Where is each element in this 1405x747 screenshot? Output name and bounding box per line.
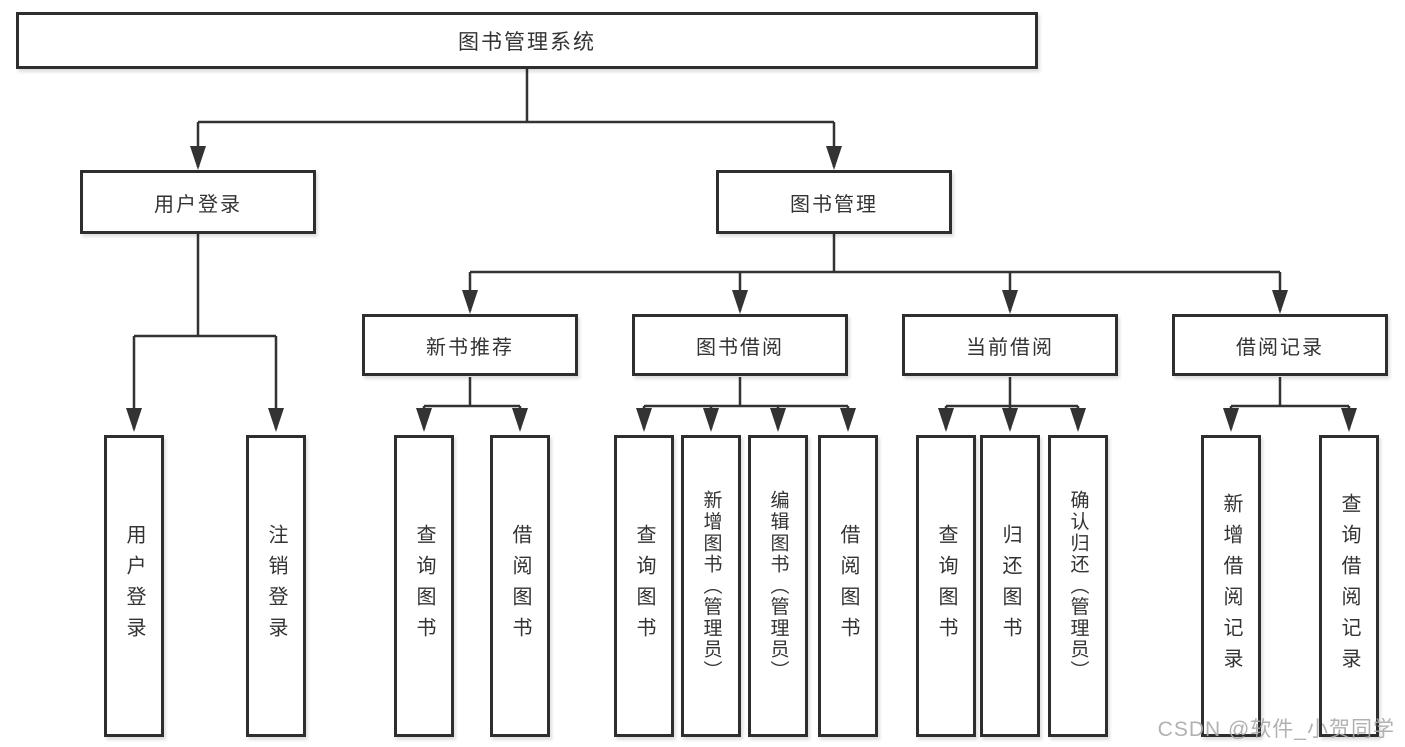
leaf-query-book-recommend: 查询图书 — [394, 435, 454, 737]
node-borrow-records: 借阅记录 — [1172, 314, 1388, 376]
node-label: 当前借阅 — [966, 336, 1054, 359]
node-label: 用户登录 — [123, 524, 145, 648]
leaf-edit-book-admin: 编辑图书（管理员） — [748, 435, 808, 737]
connector-current-borrow-branch — [938, 377, 1086, 432]
leaf-add-borrow-record: 新增借阅记录 — [1201, 435, 1261, 737]
connector-book-borrow-branch — [636, 377, 856, 432]
node-label: 借阅图书 — [837, 524, 859, 648]
node-label: 借阅记录 — [1236, 336, 1324, 359]
node-label: 确认归还（管理员） — [1067, 490, 1089, 682]
node-label: 注销登录 — [265, 524, 287, 648]
node-new-book-recommend: 新书推荐 — [362, 314, 578, 376]
connector-new-book-branch — [416, 377, 528, 432]
node-label: 查询借阅记录 — [1338, 493, 1360, 679]
node-label: 编辑图书（管理员） — [767, 490, 789, 682]
node-label: 用户登录 — [154, 193, 242, 216]
node-user-login: 用户登录 — [80, 170, 316, 234]
node-book-borrow: 图书借阅 — [632, 314, 848, 376]
node-label: 查询图书 — [633, 524, 655, 648]
connector-book-management-branch — [462, 234, 1288, 314]
node-book-management: 图书管理 — [716, 170, 952, 234]
node-label: 新增图书（管理员） — [700, 490, 722, 682]
node-label: 新增借阅记录 — [1220, 493, 1242, 679]
node-label: 新书推荐 — [426, 336, 514, 359]
leaf-query-book-current: 查询图书 — [916, 435, 976, 737]
node-label: 查询图书 — [413, 524, 435, 648]
connector-borrow-record-branch — [1223, 377, 1357, 432]
leaf-borrow-book-recommend: 借阅图书 — [490, 435, 550, 737]
connector-root-to-level2 — [190, 69, 842, 170]
leaf-user-login: 用户登录 — [104, 435, 164, 737]
node-label: 归还图书 — [999, 524, 1021, 648]
node-root: 图书管理系统 — [16, 12, 1038, 69]
node-label: 图书借阅 — [696, 336, 784, 359]
leaf-borrow-book: 借阅图书 — [818, 435, 878, 737]
node-current-borrow: 当前借阅 — [902, 314, 1118, 376]
leaf-logout: 注销登录 — [246, 435, 306, 737]
leaf-confirm-return-admin: 确认归还（管理员） — [1048, 435, 1108, 737]
node-label: 借阅图书 — [509, 524, 531, 648]
leaf-query-book-borrow: 查询图书 — [614, 435, 674, 737]
leaf-query-borrow-record: 查询借阅记录 — [1319, 435, 1379, 737]
connector-user-login-branch — [126, 234, 284, 432]
leaf-return-book: 归还图书 — [980, 435, 1040, 737]
node-label: 图书管理 — [790, 193, 878, 216]
node-label: 查询图书 — [935, 524, 957, 648]
node-label: 图书管理系统 — [458, 30, 596, 54]
csdn-watermark: CSDN @软件_小贺同学 — [1157, 718, 1395, 741]
leaf-add-book-admin: 新增图书（管理员） — [681, 435, 741, 737]
